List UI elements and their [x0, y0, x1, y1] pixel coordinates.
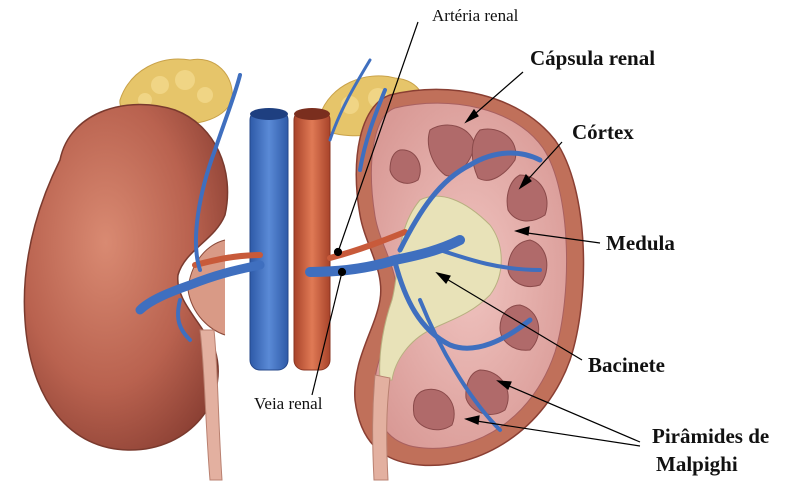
label-medula: Medula	[606, 231, 675, 256]
label-capsula-renal: Cápsula renal	[530, 46, 655, 71]
label-veia-renal: Veia renal	[254, 394, 322, 414]
label-arteria-renal: Artéria renal	[432, 6, 518, 26]
great-vessels	[250, 108, 330, 370]
label-cortex: Córtex	[572, 120, 634, 145]
right-kidney-section	[355, 89, 584, 480]
label-bacinete: Bacinete	[588, 353, 665, 378]
left-kidney	[24, 104, 227, 480]
label-piramides-line1: Pirâmides de	[652, 424, 769, 449]
label-piramides-line2: Malpighi	[656, 452, 738, 477]
